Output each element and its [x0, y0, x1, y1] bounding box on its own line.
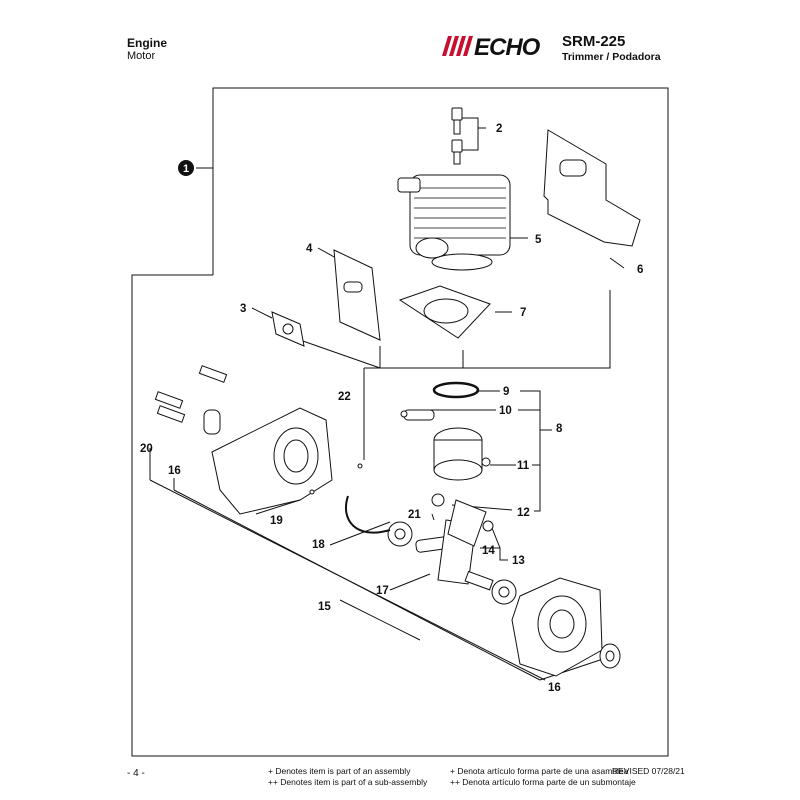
piston-assembly	[400, 381, 491, 481]
footnote-es-assembly: + Denota artículo forma parte de una asa…	[450, 766, 629, 776]
insulator-gasket	[333, 249, 381, 341]
footnote-es: + Denota artículo forma parte de una asa…	[450, 766, 636, 788]
echo-logo: ECHO	[442, 34, 542, 58]
callout-21: 21	[408, 509, 421, 521]
page-number: - 4 -	[127, 768, 145, 779]
callout-13: 13	[512, 555, 525, 567]
crankcase-right	[511, 577, 621, 677]
assembly-frame	[131, 87, 669, 757]
callout-16b: 16	[548, 682, 561, 694]
callout-11: 11	[517, 460, 530, 472]
footnote-es-subassembly: ++ Denota artículo forma parte de un sub…	[450, 777, 636, 787]
callout-19: 19	[270, 515, 283, 527]
callout-3: 3	[240, 303, 246, 315]
callout-10: 10	[499, 405, 512, 417]
callout-14: 14	[482, 545, 495, 557]
callout-1: 1	[183, 163, 189, 175]
cylinder	[397, 174, 511, 271]
cylinder-base-gasket	[398, 285, 491, 339]
model-number: SRM-225	[562, 33, 626, 50]
callout-8: 8	[556, 423, 563, 435]
model-description: Trimmer / Podadora	[562, 51, 661, 63]
cylinder-bolts	[451, 107, 463, 165]
callout-12: 12	[517, 507, 530, 519]
callout-6: 6	[637, 264, 643, 276]
heat-shield	[543, 129, 641, 247]
crankcase-left	[203, 407, 333, 515]
callout-9: 9	[503, 386, 509, 398]
footnote-en-subassembly: ++ Denotes item is part of a sub-assembl…	[268, 777, 428, 787]
revision-date: REVISED 07/28/21	[612, 766, 685, 776]
callout-20: 20	[140, 443, 153, 455]
callout-17: 17	[376, 585, 389, 597]
callout-5: 5	[535, 234, 542, 246]
footnote-en-assembly: + Denotes item is part of an assembly	[268, 766, 411, 776]
callout-18: 18	[312, 539, 325, 551]
callout-4: 4	[306, 243, 313, 255]
section-title: Engine	[127, 36, 168, 50]
small-gasket	[271, 311, 305, 347]
section-subtitle: Motor	[127, 50, 156, 62]
crankcase-bolts	[154, 365, 363, 495]
callout-15: 15	[318, 601, 331, 613]
callout-22: 22	[338, 391, 351, 403]
callout-7: 7	[520, 307, 526, 319]
callout-16a: 16	[168, 465, 181, 477]
callout-2: 2	[496, 123, 502, 135]
crankshaft	[387, 493, 517, 605]
footnote-en: + Denotes item is part of an assembly ++…	[268, 766, 427, 788]
callout-badge-1	[178, 160, 194, 176]
retaining-clip	[345, 495, 391, 534]
brand-text: ECHO	[474, 34, 541, 58]
